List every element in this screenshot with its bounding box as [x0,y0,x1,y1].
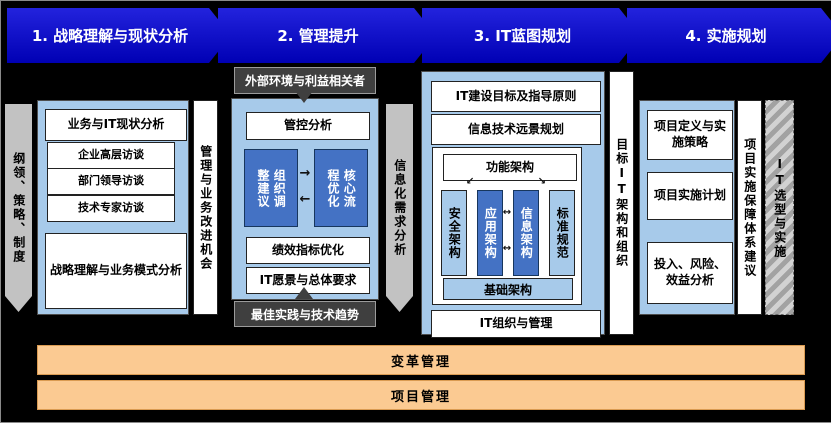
branch-left-icon: ↙ [465,175,475,187]
it-selection-rail: IT选型与实施 [765,100,794,315]
guideline-rail-label: 纲领、策略、制度 [11,152,26,264]
phase-banner-1: 1. 战略理解与现状分析 [7,8,231,63]
up-arrow-icon [295,287,313,299]
h-arrow-top-icon: ↔ [502,206,512,218]
phase2-panel: 管控分析 组织调整建议 → ← 核心流程优化 绩效指标优化 IT愿景与总体要求 [231,98,379,300]
roi-risk-box: 投入、风险、效益分析 [647,242,733,304]
interview-item-expert: 技术专家访谈 [47,195,175,222]
info-arch-label: 信息架构 [519,207,534,259]
right-arrow-icon: → [299,165,311,181]
divider-assurance-label: 项目实施保障体系建议 [742,137,757,278]
demand-analysis-rail: 信息化需求分析 [386,104,413,312]
standard-label: 标准规范 [555,207,570,259]
function-arch-box: 功能架构 [443,154,577,181]
branch-right-icon: ↘ [537,175,547,187]
divider-target-arch: 目标IT架构和组织 [609,71,634,335]
project-plan-box: 项目实施计划 [647,172,733,220]
security-arch-pillar: 安全架构 [441,190,467,276]
core-process-label: 核心流程优化 [326,168,357,208]
strategy-analysis-box: 战略理解与业务模式分析 [45,233,187,309]
tech-vision-box: 信息技术远景规划 [431,114,601,145]
org-adjust-label: 组织调整建议 [256,168,287,208]
left-arrow-icon: ← [299,191,311,207]
app-arch-pillar: 应用架构 [477,190,503,276]
architecture-container: 功能架构 ↙ ↘ 安全架构 应用架构 ↔ ↔ 信息架构 标准规范 基础架构 [432,147,582,305]
divider-improvement-label: 管理与业务改进机会 [198,144,213,271]
change-management-bar: 变革管理 [37,345,805,375]
phase-banner-4: 4. 实施规划 [627,8,831,63]
interview-item-department: 部门领导访谈 [47,168,175,195]
it-org-box: IT组织与管理 [431,310,601,338]
divider-assurance: 项目实施保障体系建议 [737,100,762,315]
info-arch-pillar: 信息架构 [513,190,539,276]
phase1-panel: 业务与IT现状分析 企业高层访谈 部门领导访谈 技术专家访谈 战略理解与业务模式… [37,100,189,315]
divider-improvement: 管理与业务改进机会 [193,100,218,315]
it-goal-box: IT建设目标及指导原则 [431,81,601,112]
guideline-rail: 纲领、策略、制度 [5,104,32,312]
project-management-bar: 项目管理 [37,380,805,410]
core-process-pillar: 核心流程优化 [314,149,368,227]
phase4-panel: 项目定义与实施策略 项目实施计划 投入、风险、效益分析 [639,100,735,315]
external-env-banner: 外部环境与利益相关者 [234,67,376,94]
standard-pillar: 标准规范 [549,190,575,276]
h-arrow-bottom-icon: ↔ [502,242,512,254]
phase3-panel: IT建设目标及指导原则 信息技术远景规划 功能架构 ↙ ↘ 安全架构 应用架构 … [421,71,605,338]
phase-banner-3: 3. IT蓝图规划 [422,8,641,63]
kpi-box: 绩效指标优化 [246,237,370,264]
app-arch-label: 应用架构 [483,207,498,259]
current-state-title: 业务与IT现状分析 [45,109,187,141]
control-analysis-box: 管控分析 [246,112,370,140]
it-selection-label: IT选型与实施 [772,156,787,259]
divider-target-arch-label: 目标IT架构和组织 [614,138,629,268]
interview-item-executive: 企业高层访谈 [47,142,175,169]
security-arch-label: 安全架构 [447,207,462,259]
phase-banner-2: 2. 管理提升 [218,8,436,63]
project-definition-box: 项目定义与实施策略 [647,110,733,160]
infra-arch-box: 基础架构 [443,278,573,300]
demand-analysis-label: 信息化需求分析 [392,159,407,257]
best-practice-banner: 最佳实践与技术趋势 [234,301,376,327]
down-arrow-icon [295,91,313,103]
org-adjust-pillar: 组织调整建议 [244,149,298,227]
